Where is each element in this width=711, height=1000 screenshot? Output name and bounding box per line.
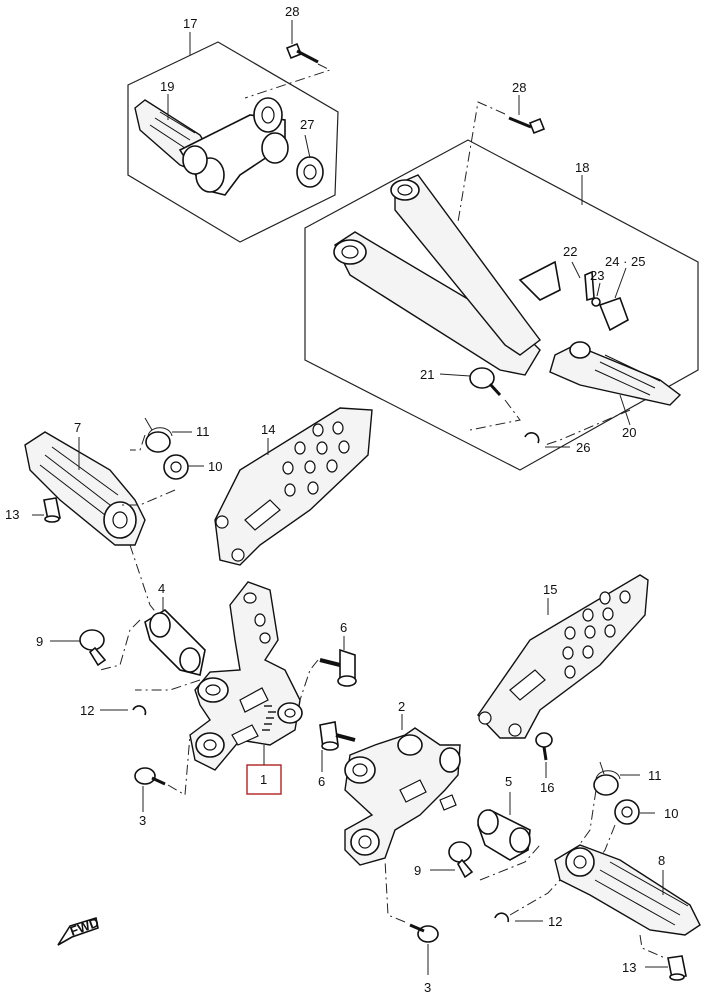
callout-12-left: 12 xyxy=(80,703,94,718)
heel-guard-15 xyxy=(477,574,649,778)
callout-13-left: 13 xyxy=(5,507,19,522)
callout-24-25: 24 · 25 xyxy=(605,254,645,269)
left-footpeg-group xyxy=(24,417,204,616)
callout-3-right: 3 xyxy=(424,980,431,995)
callout-22: 22 xyxy=(563,244,577,259)
callout-3-left: 3 xyxy=(139,813,146,828)
front-footrest-assembly-18 xyxy=(304,95,699,471)
callout-6-upper: 6 xyxy=(340,620,347,635)
callout-5: 5 xyxy=(505,774,512,789)
callout-28-right: 28 xyxy=(512,80,526,95)
callout-18: 18 xyxy=(575,160,589,175)
callout-21: 21 xyxy=(420,367,434,382)
callout-27: 27 xyxy=(300,117,314,132)
rear-footrest-assembly-17 xyxy=(127,20,339,243)
forward-direction-arrow: FWD xyxy=(57,915,101,946)
callout-2: 2 xyxy=(398,699,405,714)
callout-6-lower: 6 xyxy=(318,774,325,789)
callout-20: 20 xyxy=(622,425,636,440)
callout-11-right: 11 xyxy=(648,768,662,783)
fwd-label: FWD xyxy=(68,915,101,939)
right-footpeg-8 xyxy=(554,844,701,981)
pivot-group-left xyxy=(50,597,206,716)
callout-10-right: 10 xyxy=(664,806,678,821)
callout-17: 17 xyxy=(183,16,197,31)
main-bracket-1 xyxy=(134,581,357,812)
bracket-2 xyxy=(319,714,461,975)
callout-14: 14 xyxy=(261,422,275,437)
callout-4: 4 xyxy=(158,581,165,596)
callout-10-left: 10 xyxy=(208,459,222,474)
callout-9-right: 9 xyxy=(414,863,421,878)
callout-1: 1 xyxy=(260,772,267,787)
heel-guard-14 xyxy=(214,407,373,566)
callout-16: 16 xyxy=(540,780,554,795)
callout-8: 8 xyxy=(658,853,665,868)
callout-23: 23 xyxy=(590,268,604,283)
callout-28-top: 28 xyxy=(285,4,299,19)
callout-9-left: 9 xyxy=(36,634,43,649)
callout-12-right: 12 xyxy=(548,914,562,929)
callout-7: 7 xyxy=(74,420,81,435)
callout-26: 26 xyxy=(576,440,590,455)
callout-15: 15 xyxy=(543,582,557,597)
callout-13-right: 13 xyxy=(622,960,636,975)
callout-labels: 17 28 19 27 28 18 22 23 24 · 25 21 20 26… xyxy=(5,4,678,995)
callout-11-left: 11 xyxy=(196,424,210,439)
callout-19: 19 xyxy=(160,79,174,94)
